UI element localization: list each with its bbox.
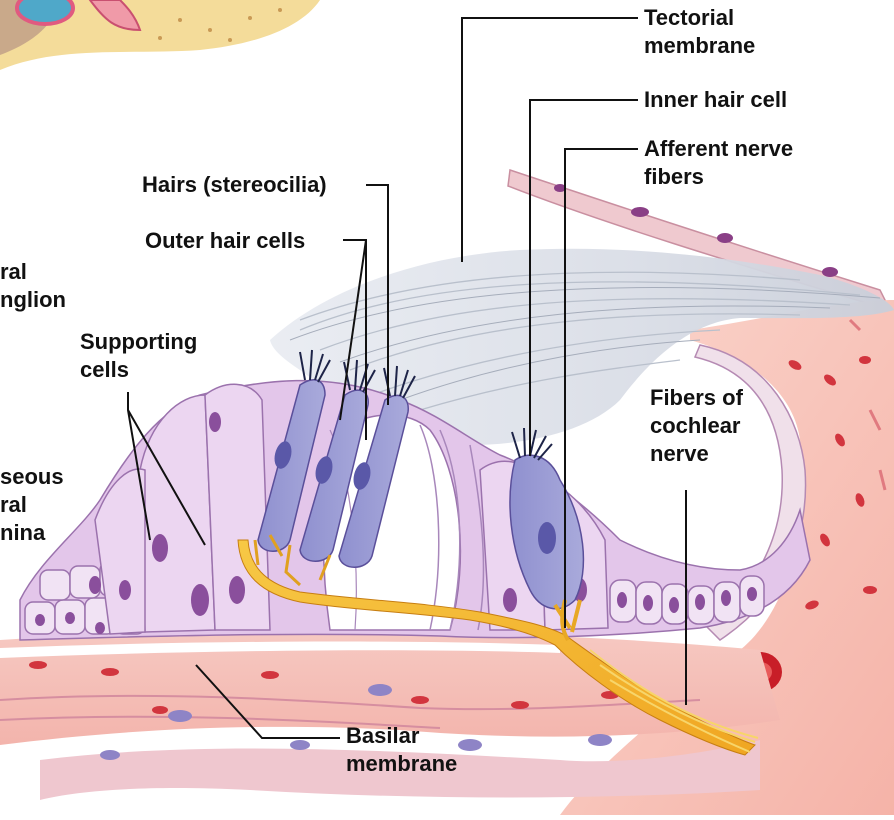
label-afferent-line2: fibers: [644, 163, 793, 191]
label-fibers-cochlear-line3: nerve: [650, 440, 743, 468]
label-basilar-line2: membrane: [346, 750, 457, 778]
label-basilar-line1: Basilar: [346, 722, 457, 750]
label-spiral-ganglion: ral nglion: [0, 258, 66, 314]
label-supporting-line2: cells: [80, 356, 197, 384]
leader-tectorial: [462, 18, 638, 262]
bony-fragment: [0, 0, 320, 70]
label-osseous-line2: ral: [0, 491, 64, 519]
label-osseous-line3: nina: [0, 519, 64, 547]
label-tectorial-line2: membrane: [644, 32, 755, 60]
label-fibers-of-cochlear-nerve: Fibers of cochlear nerve: [650, 384, 743, 468]
label-inner-hair-cell-text: Inner hair cell: [644, 86, 787, 114]
label-fibers-cochlear-line1: Fibers of: [650, 384, 743, 412]
label-spiral-ganglion-line1: ral: [0, 258, 66, 286]
label-outer-hair-cells-text: Outer hair cells: [145, 227, 305, 255]
label-basilar-membrane: Basilar membrane: [346, 722, 457, 778]
label-supporting-line1: Supporting: [80, 328, 197, 356]
label-osseous-spiral-lamina: seous ral nina: [0, 463, 64, 547]
label-afferent-nerve-fibers: Afferent nerve fibers: [644, 135, 793, 191]
label-tectorial-line1: Tectorial: [644, 4, 755, 32]
label-afferent-line1: Afferent nerve: [644, 135, 793, 163]
label-outer-hair-cells: Outer hair cells: [145, 227, 305, 255]
label-fibers-cochlear-line2: cochlear: [650, 412, 743, 440]
label-inner-hair-cell: Inner hair cell: [644, 86, 787, 114]
label-hairs-text: Hairs (stereocilia): [142, 171, 327, 199]
label-osseous-line1: seous: [0, 463, 64, 491]
label-supporting-cells: Supporting cells: [80, 328, 197, 384]
label-tectorial-membrane: Tectorial membrane: [644, 4, 755, 60]
label-spiral-ganglion-line2: nglion: [0, 286, 66, 314]
label-hairs-stereocilia: Hairs (stereocilia): [142, 171, 327, 199]
